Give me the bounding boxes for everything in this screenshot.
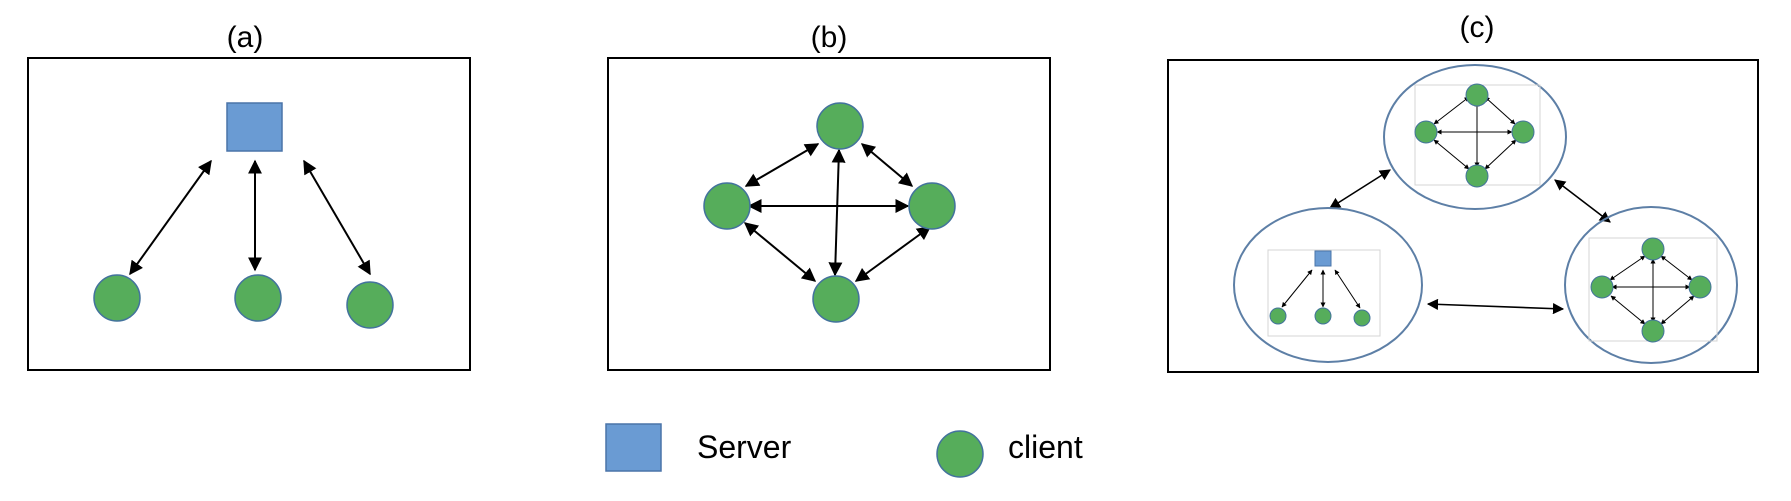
panel-c-frame — [1167, 59, 1759, 373]
panel-b — [607, 57, 1051, 371]
cluster-left-ellipse — [1233, 207, 1423, 363]
client-node — [1353, 309, 1371, 327]
cluster-top — [1383, 64, 1567, 210]
edge-a-1 — [129, 159, 212, 276]
cluster-top-ellipse — [1383, 64, 1567, 210]
edge-b-1 — [744, 143, 820, 187]
panel-b-label: (b) — [811, 21, 848, 54]
client-node — [812, 275, 860, 323]
legend-server-label: Server — [697, 429, 792, 465]
panel-a-label: (a) — [227, 21, 264, 54]
cluster-right — [1564, 206, 1738, 364]
client-node — [1641, 237, 1665, 261]
client-node — [1414, 120, 1438, 144]
client-node — [1511, 120, 1535, 144]
client-node — [1269, 307, 1287, 325]
client-node — [1314, 307, 1332, 325]
edge-b-2 — [860, 143, 914, 187]
cluster-left — [1233, 207, 1423, 363]
client-node — [908, 182, 956, 230]
legend-client-swatch — [936, 430, 984, 478]
edge-b-6 — [854, 226, 932, 282]
client-node — [1590, 275, 1614, 299]
client-node — [1465, 83, 1489, 107]
panel-a-frame — [27, 57, 471, 371]
client-node — [1688, 275, 1712, 299]
edge-b-4 — [828, 148, 846, 277]
edge-a-3 — [303, 159, 371, 276]
panel-c — [1167, 59, 1759, 373]
panel-c-label: (c) — [1460, 11, 1495, 44]
client-node — [703, 182, 751, 230]
edge-c-link-2 — [1554, 179, 1611, 223]
client-node — [234, 274, 282, 322]
server-node — [1314, 250, 1332, 267]
panel-b-frame — [607, 57, 1051, 371]
cluster-left-box — [1267, 249, 1381, 337]
client-node — [1641, 319, 1665, 343]
cluster-right-ellipse — [1564, 206, 1738, 364]
legend-server-swatch — [605, 423, 662, 472]
server-node — [226, 102, 283, 152]
legend-client-label: client — [1008, 429, 1083, 465]
edge-c-link-3 — [1426, 298, 1565, 315]
client-node — [346, 281, 394, 329]
client-node — [1465, 164, 1489, 188]
client-node — [93, 274, 141, 322]
edge-b-5 — [743, 222, 817, 282]
legend: Server client — [605, 423, 1083, 478]
edge-c-link-1 — [1329, 169, 1391, 209]
panel-a — [27, 57, 471, 371]
client-node — [816, 102, 864, 150]
